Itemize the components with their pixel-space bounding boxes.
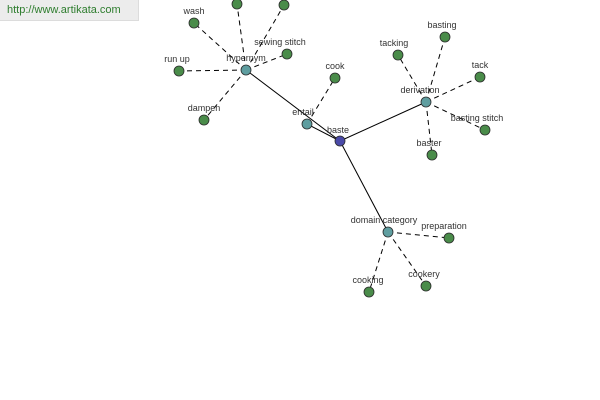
node-baster[interactable] — [426, 149, 438, 161]
label-tack: tack — [472, 60, 489, 70]
edge-hypernym-hypernym-leaf-2 — [245, 4, 285, 71]
edge-hypernym-hypernym-leaf-1 — [236, 3, 247, 71]
edge-domain-category-cooking — [368, 231, 389, 293]
edge-derivation-tacking — [397, 54, 427, 103]
edge-baste-entail — [306, 123, 341, 142]
label-domain-category: domain category — [351, 215, 418, 225]
node-hypernym-leaf-2[interactable] — [278, 0, 290, 11]
node-tacking[interactable] — [392, 49, 404, 61]
graph-nodes — [173, 0, 491, 298]
edge-hypernym-run-up — [178, 69, 247, 72]
node-dampen[interactable] — [198, 114, 210, 126]
source-url-link[interactable]: http://www.artikata.com — [0, 0, 139, 21]
edge-baste-domain-category — [339, 140, 389, 233]
node-cooking[interactable] — [363, 286, 375, 298]
label-basting: basting — [427, 20, 456, 30]
label-entail: entail — [292, 107, 314, 117]
label-baster: baster — [416, 138, 441, 148]
label-run-up: run up — [164, 54, 190, 64]
edge-domain-category-cookery — [387, 231, 427, 287]
edge-hypernym-sewing-stitch — [245, 53, 288, 71]
node-basting[interactable] — [439, 31, 451, 43]
label-wash: wash — [182, 6, 204, 16]
node-entail[interactable] — [301, 118, 313, 130]
edge-hypernym-dampen — [203, 69, 247, 121]
edge-baste-hypernym — [245, 69, 341, 142]
edge-entail-cook — [306, 77, 336, 125]
edge-derivation-basting — [425, 36, 446, 103]
node-wash[interactable] — [188, 17, 200, 29]
graph-edges — [178, 3, 486, 293]
label-baste: baste — [327, 125, 349, 135]
node-cook[interactable] — [329, 72, 341, 84]
edge-derivation-tack — [425, 76, 481, 103]
node-basting-stitch[interactable] — [479, 124, 491, 136]
node-domain-category[interactable] — [382, 226, 394, 238]
node-sewing-stitch[interactable] — [281, 48, 293, 60]
node-hypernym-leaf-1[interactable] — [231, 0, 243, 10]
node-hypernym[interactable] — [240, 64, 252, 76]
label-derivation: derivation — [400, 85, 439, 95]
node-baste[interactable] — [334, 135, 346, 147]
label-cookery: cookery — [408, 269, 440, 279]
node-derivation[interactable] — [420, 96, 432, 108]
graph-labels: wash sewing stitch run up dampen cook tacking… — [164, 6, 503, 285]
label-sewing-stitch: sewing stitch — [254, 37, 306, 47]
label-basting-stitch: basting stitch — [451, 113, 504, 123]
label-hypernym: hypernym — [226, 53, 266, 63]
label-cook: cook — [325, 61, 345, 71]
node-tack[interactable] — [474, 71, 486, 83]
edge-baste-derivation — [339, 101, 427, 142]
label-dampen: dampen — [188, 103, 221, 113]
label-cooking: cooking — [352, 275, 383, 285]
edge-hypernym-wash — [193, 22, 247, 71]
node-cookery[interactable] — [420, 280, 432, 292]
edge-derivation-basting-stitch — [425, 101, 486, 131]
label-tacking: tacking — [380, 38, 409, 48]
edge-domain-category-preparation — [387, 231, 450, 239]
label-preparation: preparation — [421, 221, 467, 231]
node-preparation[interactable] — [443, 232, 455, 244]
node-run-up[interactable] — [173, 65, 185, 77]
